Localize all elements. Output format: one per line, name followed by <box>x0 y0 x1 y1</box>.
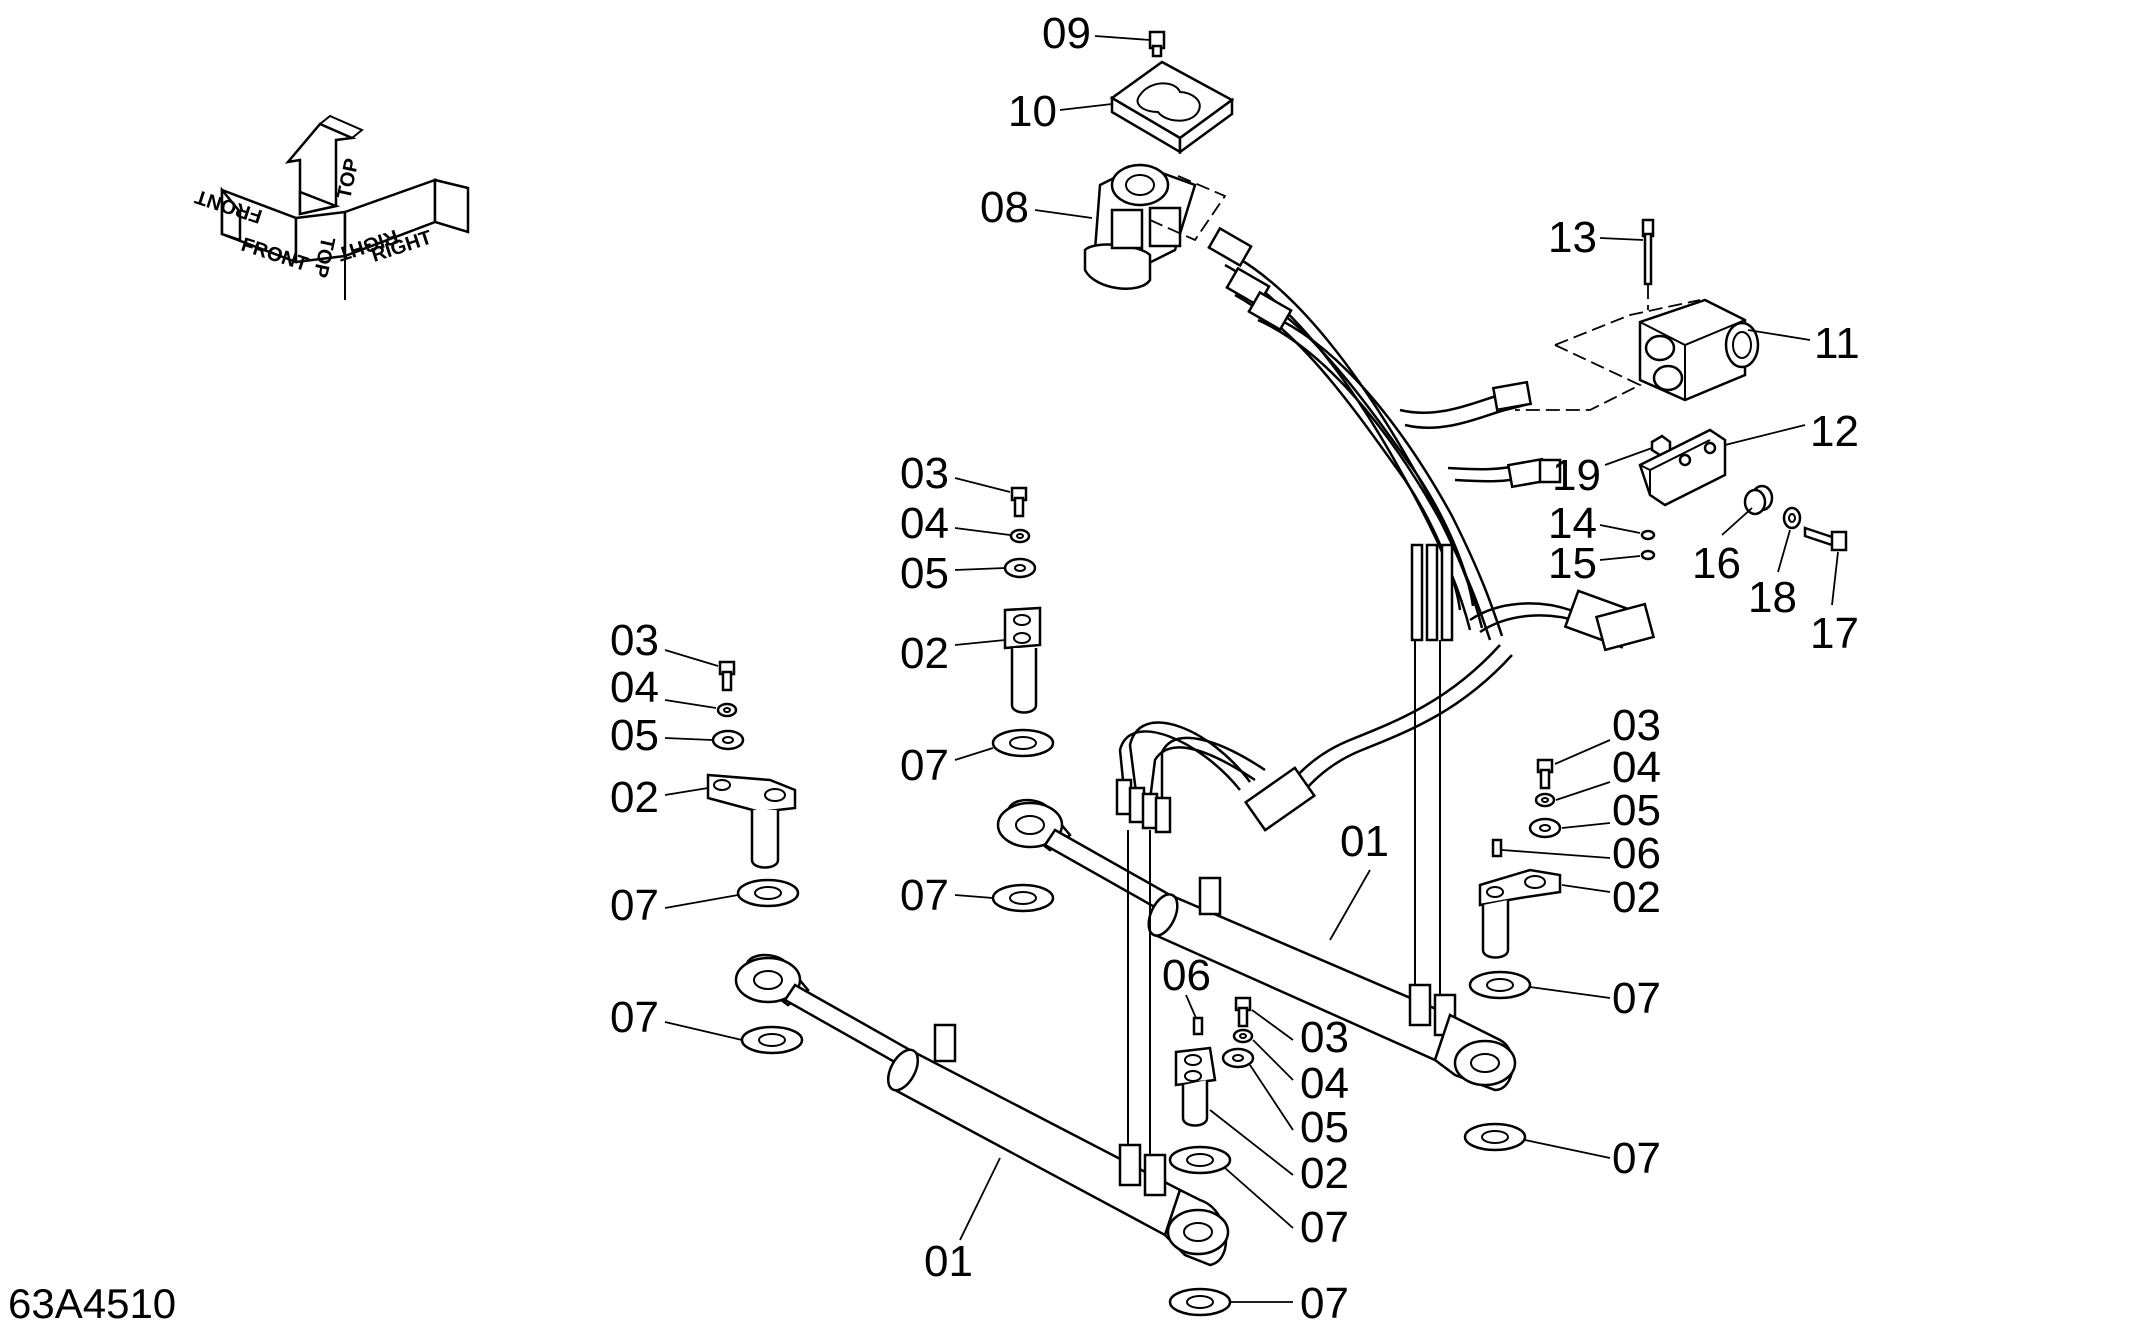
callout-mid-05: 05 <box>900 549 949 598</box>
part-17-bolt <box>1803 526 1848 552</box>
callout-right-05: 05 <box>1612 786 1661 835</box>
part-12-bracket <box>1638 428 1727 507</box>
callout-mid-07a: 07 <box>900 741 949 790</box>
callout-10: 10 <box>1008 87 1057 136</box>
orientation-top-label: TOP <box>333 157 363 201</box>
callout-bot-02: 02 <box>1300 1149 1349 1198</box>
left-bolt-03 <box>718 660 736 692</box>
callout-14: 14 <box>1548 499 1597 548</box>
right-pin-02 <box>1478 868 1562 959</box>
hydraulic-hoses <box>1115 226 1656 834</box>
callout-right-07b: 07 <box>1612 1134 1661 1183</box>
callout-16: 16 <box>1692 539 1741 588</box>
steering-cylinder-right <box>996 798 1517 1092</box>
callout-bot-01: 01 <box>924 1237 973 1286</box>
callout-12: 12 <box>1810 407 1859 456</box>
right-bolt-03 <box>1536 758 1554 790</box>
part-10-plate <box>1109 60 1235 155</box>
steering-cylinder-left <box>734 953 1230 1267</box>
callout-09: 09 <box>1042 9 1091 58</box>
part-19-nut <box>1650 434 1672 457</box>
part-16-fitting <box>1743 484 1774 516</box>
bot-washer-07a <box>1168 1145 1232 1175</box>
callout-left-07b: 07 <box>610 993 659 1042</box>
callout-bot-04: 04 <box>1300 1059 1349 1108</box>
mid-washer-05 <box>1003 557 1037 579</box>
bot-pin-02 <box>1174 1046 1217 1127</box>
right-washer-07b <box>1463 1122 1527 1152</box>
bot-washer-07b <box>1168 1287 1232 1317</box>
mid-lockwasher-04 <box>1009 528 1031 544</box>
part-08-steering-valve <box>1083 163 1197 290</box>
left-washer-07b <box>740 1025 804 1055</box>
mid-pin-02 <box>1003 606 1042 714</box>
part-15-nut <box>1640 549 1656 561</box>
part-18-washer <box>1782 506 1802 530</box>
callout-bot-07a: 07 <box>1300 1203 1349 1252</box>
callout-bot-06: 06 <box>1162 951 1211 1000</box>
left-lockwasher-04 <box>716 702 738 718</box>
drawing-code: 63A4510 <box>8 1280 176 1327</box>
callout-bot-07b: 07 <box>1300 1279 1349 1327</box>
callout-mid-07b: 07 <box>900 871 949 920</box>
callout-15: 15 <box>1548 539 1597 588</box>
right-washer-05 <box>1528 817 1562 839</box>
right-washer-07a <box>1468 970 1532 1000</box>
callout-left-05: 05 <box>610 711 659 760</box>
callout-08: 08 <box>980 183 1029 232</box>
part-13-bolt <box>1641 218 1655 286</box>
callout-bot-05: 05 <box>1300 1103 1349 1152</box>
callout-right-02: 02 <box>1612 873 1661 922</box>
bot-lockwasher-04 <box>1232 1028 1254 1044</box>
callout-right-01: 01 <box>1340 817 1389 866</box>
callout-right-07a: 07 <box>1612 974 1661 1023</box>
callout-left-07a: 07 <box>610 881 659 930</box>
orientation-indicator: FRONT FRONT TOP TOP RIGHT RIGHT <box>193 114 470 300</box>
right-lockwasher-04 <box>1534 792 1556 808</box>
mid-washer-07a <box>991 728 1055 758</box>
mid-bolt-03 <box>1010 486 1028 518</box>
callout-left-02: 02 <box>610 773 659 822</box>
assembly-center-lines <box>1127 640 1441 1155</box>
part-11-valve-block <box>1638 298 1760 402</box>
callout-19: 19 <box>1552 451 1601 500</box>
left-washer-07a <box>736 878 800 908</box>
bot-grease-fitting-06 <box>1192 1016 1204 1036</box>
callout-right-06: 06 <box>1612 829 1661 878</box>
part-09-bolt <box>1148 30 1166 58</box>
callout-mid-02: 02 <box>900 629 949 678</box>
callout-18: 18 <box>1748 573 1797 622</box>
callout-right-03: 03 <box>1612 701 1661 750</box>
callout-13: 13 <box>1548 213 1597 262</box>
callout-left-03: 03 <box>610 616 659 665</box>
left-washer-05 <box>711 729 745 751</box>
mid-washer-07b <box>991 883 1055 913</box>
callout-17: 17 <box>1810 609 1859 658</box>
callout-11: 11 <box>1814 319 1860 368</box>
left-pin-02 <box>706 773 797 869</box>
callout-right-04: 04 <box>1612 743 1661 792</box>
right-grease-fitting-06 <box>1491 838 1503 858</box>
part-14-washer <box>1640 529 1656 541</box>
callout-mid-03: 03 <box>900 449 949 498</box>
callout-mid-04: 04 <box>900 499 949 548</box>
bot-bolt-03 <box>1234 996 1252 1028</box>
bot-washer-05 <box>1221 1047 1255 1069</box>
callout-bot-03: 03 <box>1300 1013 1349 1062</box>
callout-left-04: 04 <box>610 663 659 712</box>
